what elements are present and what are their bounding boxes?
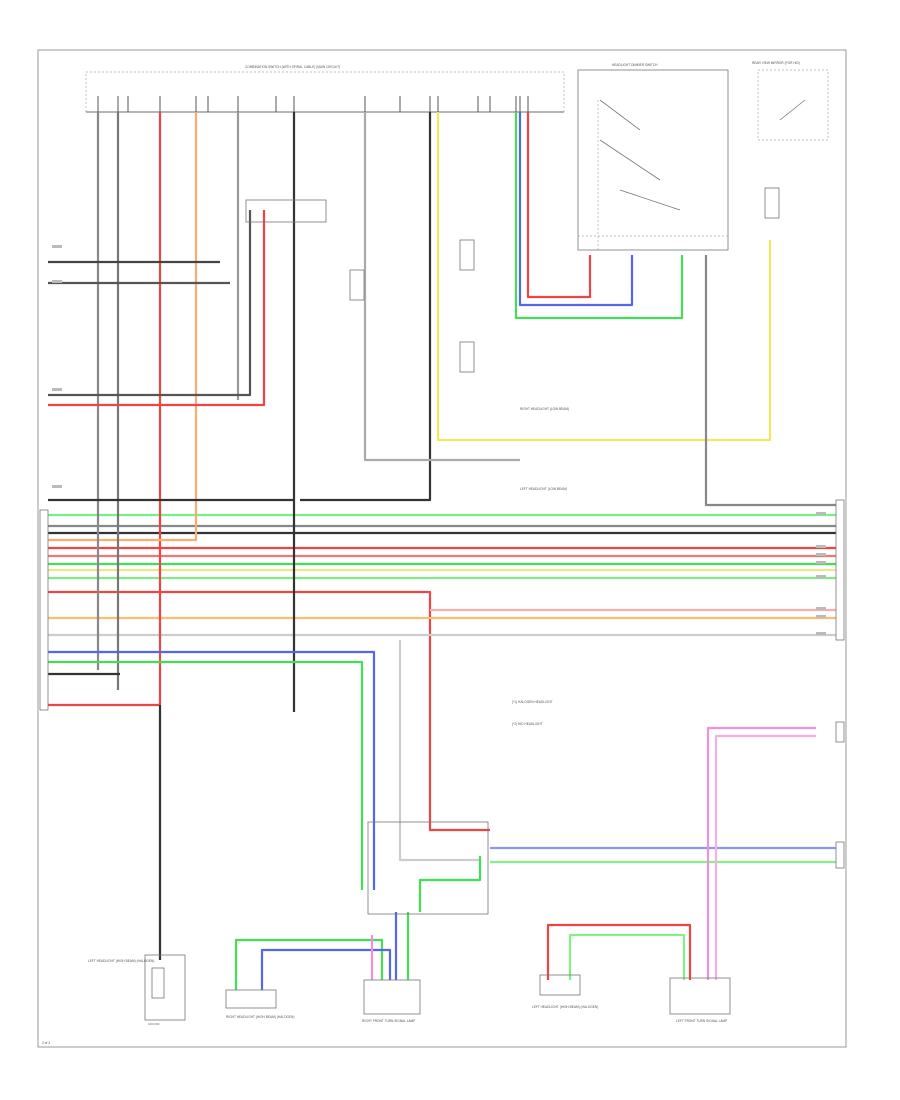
legend: (*1) HALOGEN HEADLIGHT (*2) HID HEADLIGH… [512,700,553,726]
page-reference: 2 of 3 [42,1041,50,1045]
component-label: LEFT FRONT TURN SIGNAL LAMP [676,1019,727,1023]
wire-gray-mid [363,112,520,462]
left-headlight-component: LEFT HEADLIGHT (HIGH BEAM) (HALOGEN) [532,974,598,1009]
relay-block [459,341,475,373]
wire-blue-bl [260,948,392,990]
rear-view-mirror-component: REAR VIEW MIRROR (FOR HID) [752,61,829,141]
wire-group [48,112,836,990]
wire-orange-vertical [48,112,198,542]
combination-switch-connector: COMBINATION SWITCH (WITH SPIRAL CABLE) (… [85,65,565,113]
connector-pins [97,96,529,112]
component-label: LEFT HEADLIGHT (HIGH BEAM) (HALOGEN) [88,959,154,963]
right-connector [835,499,845,641]
headlight-switch-title: HEADLIGHT DIMMER SWITCH [612,63,658,67]
wire-green-mid [514,112,684,320]
right-front-turn-component: RIGHT FRONT TURN SIGNAL LAMP [362,979,421,1023]
junction-box [367,821,489,915]
legend-item: (*2) HID HEADLIGHT [512,722,543,726]
wire-pink-br [706,726,816,980]
wire-black-vertical-2 [48,112,296,502]
left-front-turn-component: LEFT FRONT TURN SIGNAL LAMP [669,977,731,1023]
wire-red-vertical [48,112,162,707]
wire-red-br [546,923,692,980]
headlight-dimmer-switch: HEADLIGHT DIMMER SWITCH [577,63,729,251]
wire-green-bl [234,938,384,990]
wire-green-lower [48,660,364,890]
relay-block [459,239,475,271]
right-headlight-component: RIGHT HEADLIGHT (HIGH BEAM) (HALOGEN) [225,989,294,1019]
left-connector [39,509,49,711]
note-left-headlight: LEFT HEADLIGHT (LOW BEAM) [520,487,567,491]
component-label: RIGHT HEADLIGHT (HIGH BEAM) (HALOGEN) [226,1015,294,1019]
wire-tags [52,245,826,635]
ground-label: GROUND [148,1022,160,1026]
right-connector [835,721,845,743]
wire-green-right [418,856,482,912]
wire-gray-left [48,210,252,397]
wire-yellow-long [436,112,772,442]
wire-red-right [48,210,266,407]
page-frame [37,49,847,1048]
wire-gray-box [398,640,480,862]
splice-connector [245,199,327,223]
note-right-headlight: RIGHT HEADLIGHT (LOW BEAM) [520,407,569,411]
wire-pink-a [48,590,490,832]
wire-gray-right [704,255,836,507]
wire-green-br [568,933,686,980]
ground-component: GROUND LEFT HEADLIGHT (HIGH BEAM) (HALOG… [88,954,186,1026]
component-label: RIGHT FRONT TURN SIGNAL LAMP [362,1019,415,1023]
top-connector-title: COMBINATION SWITCH (WITH SPIRAL CABLE) (… [245,65,340,69]
wire-red-mid [526,112,592,299]
wire-black-mid [300,112,432,502]
relay-block [764,187,780,219]
wire-blue-mid [518,112,634,307]
relay-block [349,269,365,301]
legend-item: (*1) HALOGEN HEADLIGHT [512,700,553,704]
component-label: LEFT HEADLIGHT (HIGH BEAM) (HALOGEN) [532,1005,598,1009]
wire-blue-lower [48,650,376,890]
right-connector [835,841,845,869]
right-component-title: REAR VIEW MIRROR (FOR HID) [752,61,800,65]
wire-pink-br2 [714,734,816,980]
